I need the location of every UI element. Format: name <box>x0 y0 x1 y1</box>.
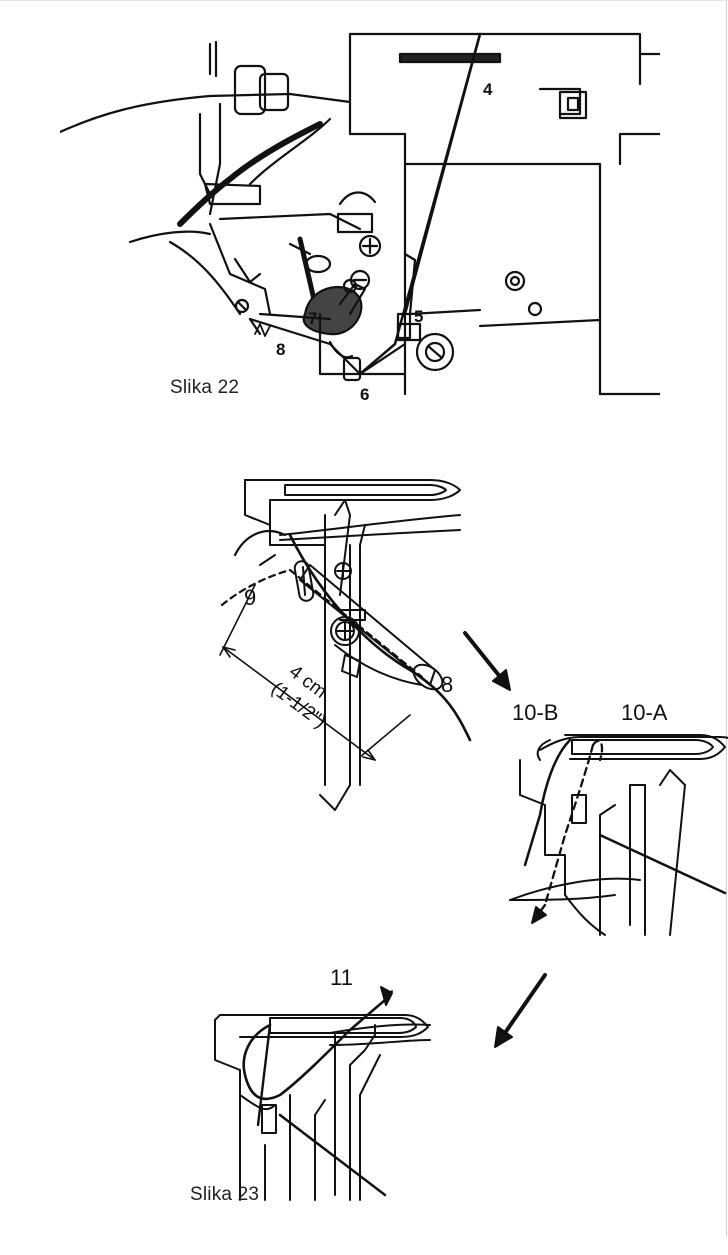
fig23-label-9: 9 <box>244 585 256 610</box>
figure-22-caption: Slika 22 <box>170 377 240 398</box>
fig23-label-10a: 10-A <box>621 700 668 725</box>
fig23-label-8: 8 <box>441 672 453 697</box>
figure-23-caption: Slika 23 <box>190 1184 260 1205</box>
fig23-label-11: 11 <box>330 965 353 990</box>
fig22-label-7: 7 <box>308 309 317 328</box>
fig22-label-5: 5 <box>414 307 423 326</box>
fig22-label-6: 6 <box>360 385 369 404</box>
figure-22-threading-illustration: 4 5 6 7 8 <box>60 32 660 404</box>
figure-23-looper-threading-diagram: 9 8 10-B 10-A 11 4 cm (1-1/2") <box>214 479 728 1201</box>
fig23-label-10b: 10-B <box>512 700 558 725</box>
fig22-label-8: 8 <box>276 340 285 359</box>
fig22-label-4: 4 <box>483 80 493 99</box>
